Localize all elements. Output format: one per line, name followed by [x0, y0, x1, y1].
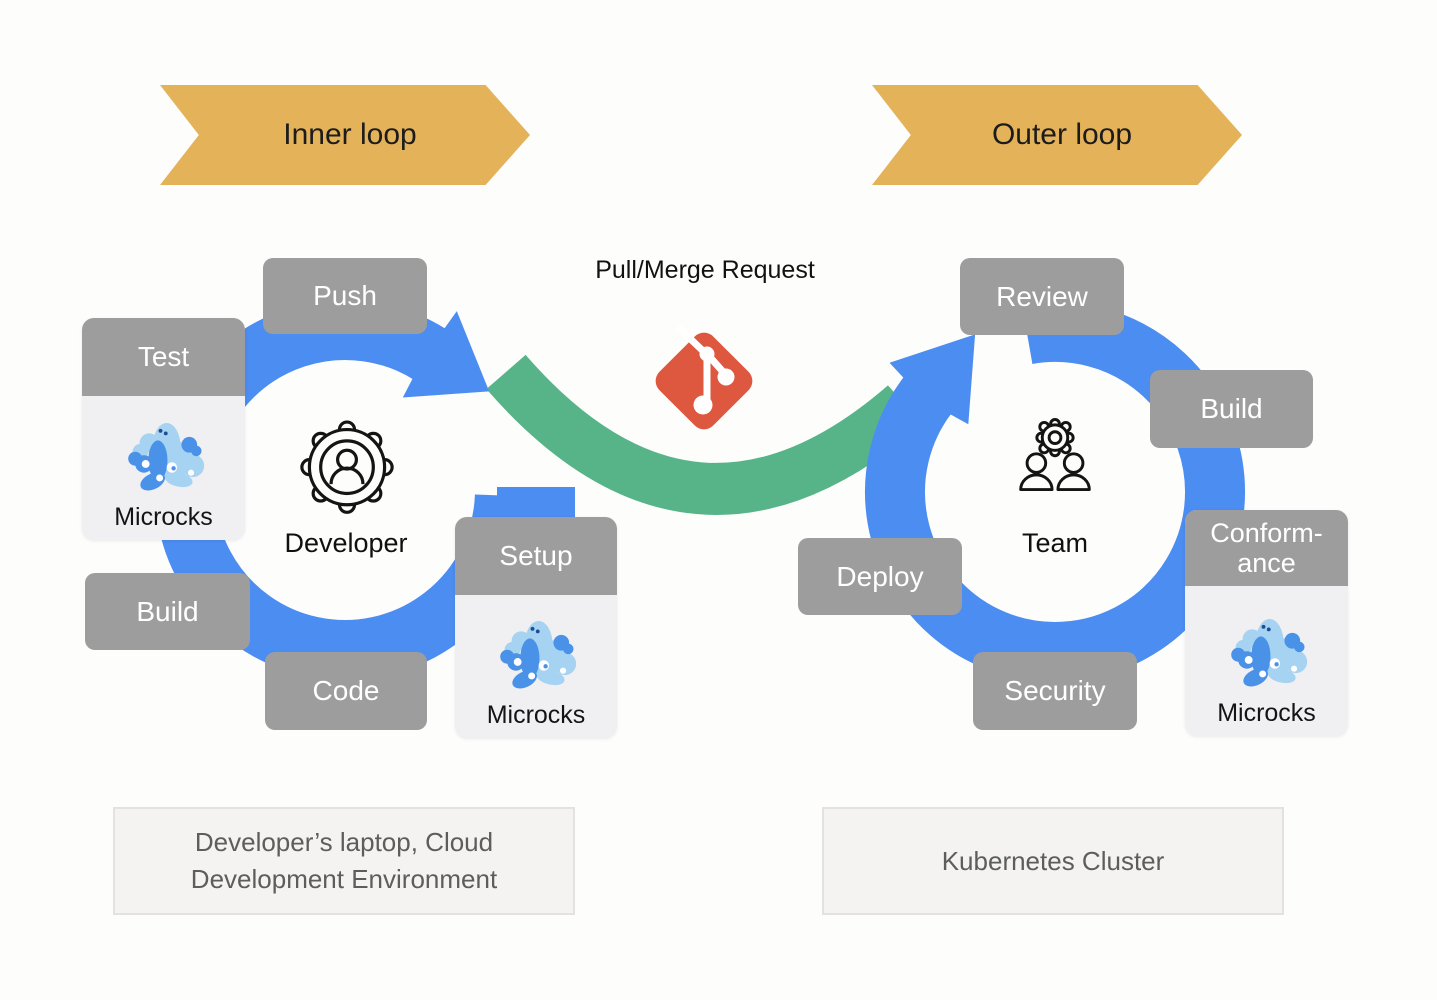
step-test-label: Test: [137, 341, 190, 373]
step-conformance-label-line1: Conform-: [1210, 517, 1323, 548]
step-deploy: Deploy: [798, 538, 962, 615]
microcks-logo-icon: [127, 422, 204, 491]
developer-gear-person-icon: [300, 420, 394, 514]
card-setup-microcks: Setup Microcks: [455, 517, 617, 738]
git-commit-bottom: [693, 395, 713, 415]
step-code: Code: [265, 652, 427, 730]
card-test-body: Microcks: [82, 396, 245, 540]
microcks-label: Microcks: [1217, 699, 1316, 727]
card-setup-body: Microcks: [455, 595, 617, 738]
step-security: Security: [973, 652, 1137, 730]
step-review-label: Review: [996, 280, 1088, 312]
git-commit-top: [699, 346, 715, 362]
inner-ring-arc: [155, 300, 535, 680]
banner-outer-loop: Outer loop: [872, 85, 1242, 185]
green-connector-arc: [488, 354, 918, 515]
card-conformance-microcks: Conform- ance Microcks: [1185, 510, 1348, 736]
environment-box-kubernetes: Kubernetes Cluster: [822, 807, 1284, 915]
git-commit-branch: [717, 368, 735, 386]
step-deploy-label: Deploy: [836, 560, 924, 592]
step-setup-label: Setup: [499, 540, 573, 572]
microcks-logo-icon: [500, 620, 577, 689]
inner-ring-arrowhead-icon: [402, 311, 490, 398]
step-build-outer-label: Build: [1200, 393, 1263, 424]
environment-box-developer: Developer’s laptop, Cloud Development En…: [113, 807, 575, 915]
environment-box-developer-label: Developer’s laptop, Cloud Development En…: [190, 827, 498, 894]
team-label: Team: [1021, 528, 1089, 558]
outer-ring-arrowhead-icon: [889, 334, 976, 425]
microcks-logo-icon: [1230, 618, 1307, 687]
inner-loop-ring: [155, 300, 575, 680]
microcks-label: Microcks: [114, 503, 213, 531]
banner-inner-loop-label: Inner loop: [283, 118, 417, 151]
step-push: Push: [263, 258, 427, 334]
environment-box-kubernetes-label: Kubernetes Cluster: [941, 845, 1165, 876]
step-test: Test: [82, 318, 245, 396]
git-icon: [655, 325, 753, 430]
step-push-label: Push: [313, 280, 377, 311]
step-code-label: Code: [312, 675, 380, 706]
pull-merge-request-label: Pull/Merge Request: [595, 256, 815, 284]
green-arc-path: [488, 354, 918, 515]
microcks-label: Microcks: [486, 701, 586, 729]
git-slash: [676, 325, 706, 354]
step-conformance: Conform- ance: [1185, 510, 1348, 586]
developer-label: Developer: [284, 528, 408, 558]
step-build-inner-label: Build: [136, 595, 199, 627]
team-gear-icon: [1019, 418, 1091, 492]
card-conformance-body: Microcks: [1185, 586, 1348, 736]
step-review: Review: [960, 258, 1124, 335]
card-test-microcks: Test Microcks: [82, 318, 245, 540]
step-security-label: Security: [1004, 675, 1106, 706]
step-setup: Setup: [455, 517, 617, 595]
step-build-inner: Build: [85, 573, 250, 650]
banner-inner-loop: Inner loop: [160, 85, 530, 185]
step-build-outer: Build: [1150, 370, 1313, 448]
banner-outer-loop-label: Outer loop: [991, 118, 1133, 151]
step-conformance-label-line2: ance: [1237, 548, 1296, 578]
